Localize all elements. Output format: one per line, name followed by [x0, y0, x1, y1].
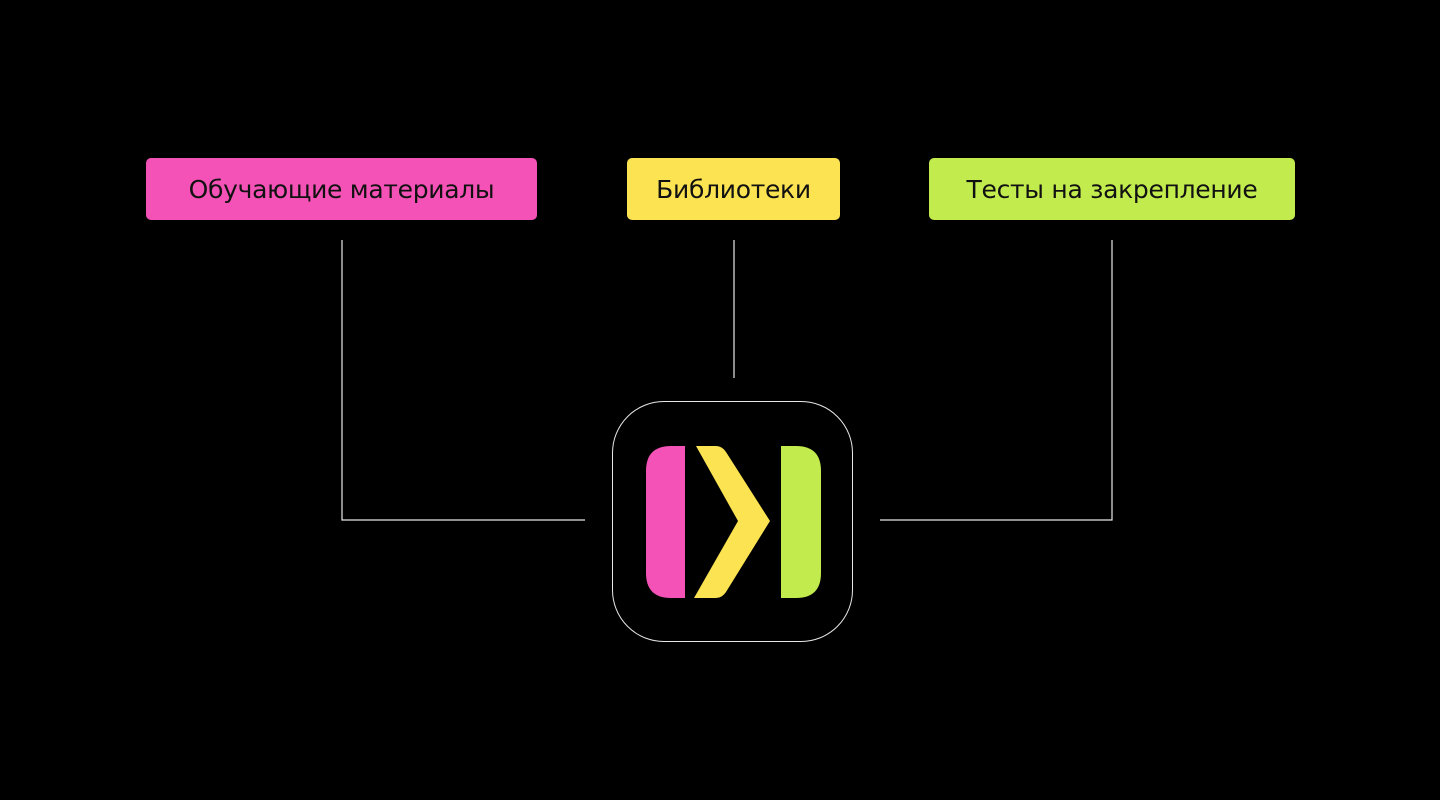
- connector-tests: [880, 240, 1113, 521]
- node-learning-materials: Обучающие материалы: [146, 158, 537, 220]
- logo-right-shape: [781, 446, 821, 598]
- app-logo-icon: [646, 446, 821, 598]
- connector-learning-materials: [341, 240, 585, 521]
- logo-left-shape: [646, 446, 685, 598]
- node-tests: Тесты на закрепление: [929, 158, 1295, 220]
- logo-middle-shape: [694, 446, 770, 598]
- node-learning-materials-label: Обучающие материалы: [188, 174, 495, 204]
- node-libraries: Библиотеки: [627, 158, 840, 220]
- node-tests-label: Тесты на закрепление: [966, 174, 1258, 204]
- node-libraries-label: Библиотеки: [656, 174, 811, 204]
